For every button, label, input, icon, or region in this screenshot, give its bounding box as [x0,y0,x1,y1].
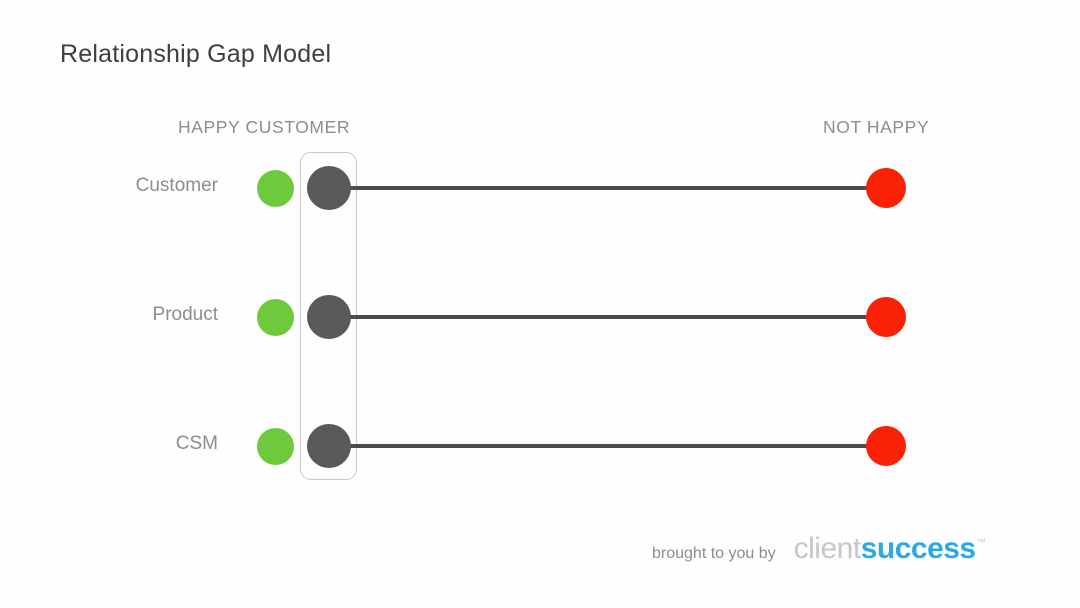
logo-word-success: success [860,532,976,565]
trademark-symbol: ™ [976,537,986,547]
row-label-customer: Customer [135,175,218,196]
row-label-csm: CSM [175,433,218,454]
column-header-happy-customer: HAPPY CUSTOMER [178,117,351,137]
happy-marker-customer [257,170,294,207]
connector-line-csm [329,444,868,448]
row-label-product: Product [152,304,218,325]
connector-line-customer [329,186,868,190]
not-happy-marker-customer [866,168,906,208]
not-happy-marker-csm [866,426,906,466]
column-header-not-happy: NOT HAPPY [823,117,930,137]
logo-word-client: client [793,532,862,565]
happy-marker-product [257,299,294,336]
happy-marker-csm [257,428,294,465]
page-title: Relationship Gap Model [60,40,332,68]
connector-line-product [329,315,868,319]
internal-marker-product [307,295,351,339]
internal-marker-csm [307,424,351,468]
not-happy-marker-product [866,297,906,337]
internal-marker-customer [307,166,351,210]
footer-credit-text: brought to you by [652,545,776,562]
